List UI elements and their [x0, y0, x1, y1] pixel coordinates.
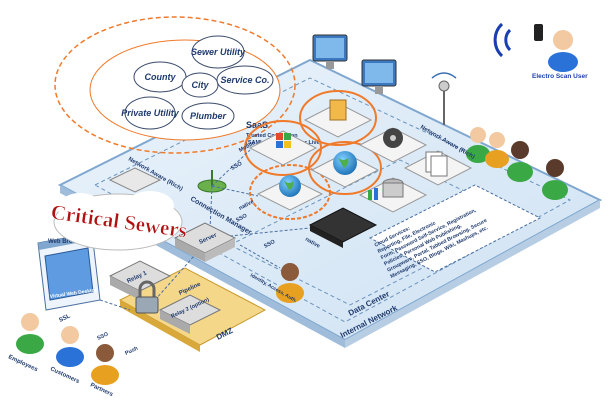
monitor-1[interactable]	[312, 34, 348, 69]
sso-top-label: SSO	[230, 161, 244, 172]
remote-user-2[interactable]	[485, 132, 509, 168]
saas-label: SaaS	[246, 120, 268, 130]
remote-user-1[interactable]	[466, 127, 490, 163]
saas-sub1: Trusted Connection	[246, 133, 298, 139]
film-reel-tile[interactable]	[358, 127, 428, 163]
partner-private-utility: Private Utility	[121, 108, 180, 118]
partner-bubbles	[124, 35, 274, 130]
user-icons	[16, 30, 578, 385]
server-device[interactable]	[173, 222, 237, 262]
partner-city: City	[191, 80, 209, 90]
wifi-icon	[493, 22, 512, 58]
windows-tile[interactable]	[248, 130, 318, 166]
partner-sewer-utility: Sewer Utility	[191, 47, 246, 57]
electro-scan-user-label: Electro Scan User	[532, 73, 588, 80]
internal-zone	[93, 77, 572, 323]
title-cloud	[53, 191, 183, 251]
router-device[interactable]	[108, 167, 162, 193]
ssl-label: SSL	[58, 313, 71, 324]
appliance-device[interactable]	[308, 207, 378, 248]
database-tile[interactable]	[358, 177, 428, 213]
phone-icon	[534, 24, 543, 41]
remote-user-3[interactable]	[507, 141, 533, 182]
software-box-tile[interactable]	[303, 99, 373, 138]
relay-1-device[interactable]	[108, 260, 172, 300]
globe-tile-1[interactable]	[310, 151, 380, 188]
relay-2-device[interactable]	[158, 294, 222, 334]
cloud-service-co[interactable]	[216, 65, 274, 95]
globe-tile-2[interactable]	[256, 175, 324, 211]
employees-label: Employees	[7, 354, 39, 373]
web-browser-label: Web Browser	[48, 239, 87, 245]
documents-tile[interactable]	[403, 150, 473, 186]
customer-avatar[interactable]	[56, 326, 84, 367]
lock-icon	[135, 280, 159, 314]
employee-avatar[interactable]	[16, 313, 44, 354]
sso-left-label: SSO	[263, 239, 277, 250]
partner-plumber: Plumber	[190, 111, 227, 121]
customers-label: Customers	[49, 366, 81, 385]
internal-user-avatar[interactable]	[276, 263, 304, 303]
cloud-private-utility[interactable]	[124, 96, 176, 130]
remote-user-4[interactable]	[542, 159, 568, 200]
cloud-city[interactable]	[181, 72, 219, 98]
push-label: Push	[124, 345, 139, 356]
cloud-services-box	[368, 184, 542, 273]
partner-service-co: Service Co.	[220, 75, 269, 85]
monitor-2[interactable]	[361, 59, 397, 94]
platform-edge-right	[345, 200, 600, 348]
partner-cloud	[54, 16, 296, 154]
electro-scan-user-avatar[interactable]	[548, 30, 578, 72]
antenna-icon	[431, 72, 457, 125]
service-rings	[244, 90, 382, 220]
cloud-plumber[interactable]	[181, 102, 235, 130]
sso-user-label: SSO	[96, 331, 110, 342]
partner-county: County	[145, 72, 177, 82]
sso-mid-label: SSO	[235, 213, 249, 224]
partners-label: Partners	[89, 382, 114, 398]
partner-avatar[interactable]	[91, 344, 119, 385]
cloud-sewer-utility[interactable]	[191, 35, 245, 69]
